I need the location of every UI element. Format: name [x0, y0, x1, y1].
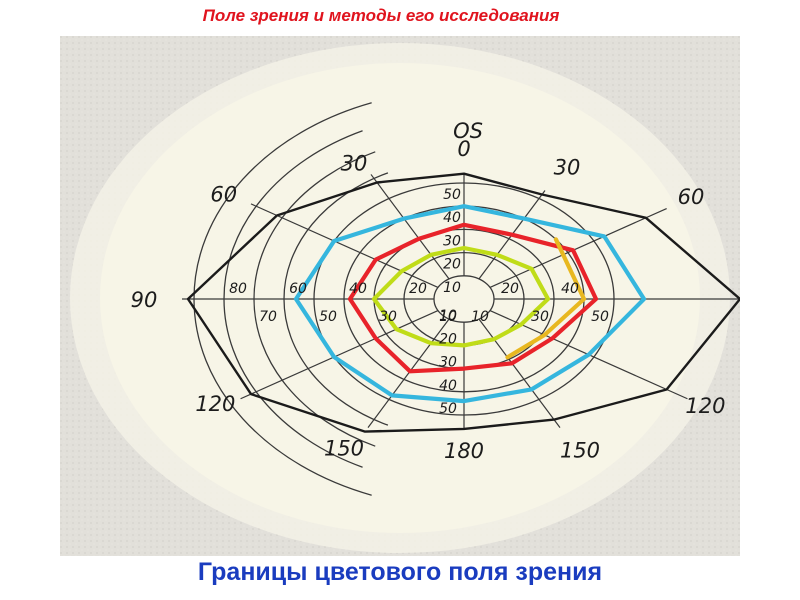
meridian-label-left_lower: 120 — [195, 392, 235, 416]
background-glow-inner — [100, 63, 700, 533]
meridian-label-upper_right: 30 — [554, 155, 581, 179]
ring-label-left: 10 — [439, 309, 457, 325]
ring-label-upper: 30 — [443, 233, 461, 249]
ring-label-left: 70 — [259, 309, 277, 325]
meridian-label-upper_left: 30 — [341, 151, 368, 175]
ring-label-lower: 30 — [439, 355, 457, 371]
ring-label-lower: 40 — [439, 378, 457, 394]
meridian-line — [240, 310, 439, 400]
ring-label-upper: 50 — [443, 187, 461, 203]
meridian-line — [250, 203, 439, 288]
ring-label-lower: 20 — [439, 331, 457, 347]
meridian-line — [367, 318, 450, 428]
ring-label-left: 50 — [319, 309, 337, 325]
boundary-green — [371, 245, 551, 348]
labels-layer: 0306090120150180150120906030OS1020304050… — [131, 119, 726, 463]
slide-title: Поле зрения и методы его исследования — [202, 6, 560, 25]
perimetry-figure: 0306090120150180150120906030OS1020304050… — [60, 36, 740, 556]
boundary-blue — [293, 204, 647, 404]
ring-label-upper: 40 — [443, 210, 461, 226]
meridian-label-right_lower: 120 — [685, 394, 725, 418]
ring-label-left: 30 — [379, 309, 397, 325]
meridian-label-top: 0 — [457, 137, 470, 161]
slide-caption: Границы цветового поля зрения — [197, 558, 603, 586]
meridian-line — [489, 207, 667, 288]
meridian-label-left: 90 — [131, 288, 158, 312]
eye-label: OS — [453, 119, 483, 143]
ring-label-right: 40 — [561, 281, 579, 297]
perimetry-chart: 0306090120150180150120906030OS1020304050… — [60, 36, 740, 556]
meridian-label-bottom: 180 — [444, 439, 484, 463]
boundary-layer — [186, 172, 740, 433]
meridian-label-right_upper: 60 — [678, 185, 705, 209]
ring-label-left: 60 — [289, 281, 307, 297]
ring-label-right: 50 — [591, 309, 609, 325]
ring-label-right: 30 — [531, 309, 549, 325]
boundary-outer — [186, 172, 740, 433]
ring-label-left: 80 — [229, 281, 247, 297]
ring-label-right: 20 — [501, 281, 519, 297]
meridian-label-lower_right: 150 — [560, 439, 600, 463]
ring-label-right: 10 — [471, 309, 489, 325]
ring-label-upper: 10 — [443, 280, 461, 296]
boundary-yellow — [505, 237, 587, 360]
meridian-line — [370, 174, 450, 280]
boundary-red — [347, 222, 599, 374]
ring-label-left: 20 — [409, 281, 427, 297]
meridian-label-left_upper: 60 — [210, 183, 237, 207]
ring-label-left: 40 — [349, 281, 367, 297]
ring-label-lower: 10 — [439, 308, 457, 324]
ring-label-lower: 50 — [439, 401, 457, 417]
meridian-line — [478, 318, 561, 428]
ring-label-upper: 20 — [443, 257, 461, 273]
meridian-label-lower_left: 150 — [324, 437, 364, 461]
